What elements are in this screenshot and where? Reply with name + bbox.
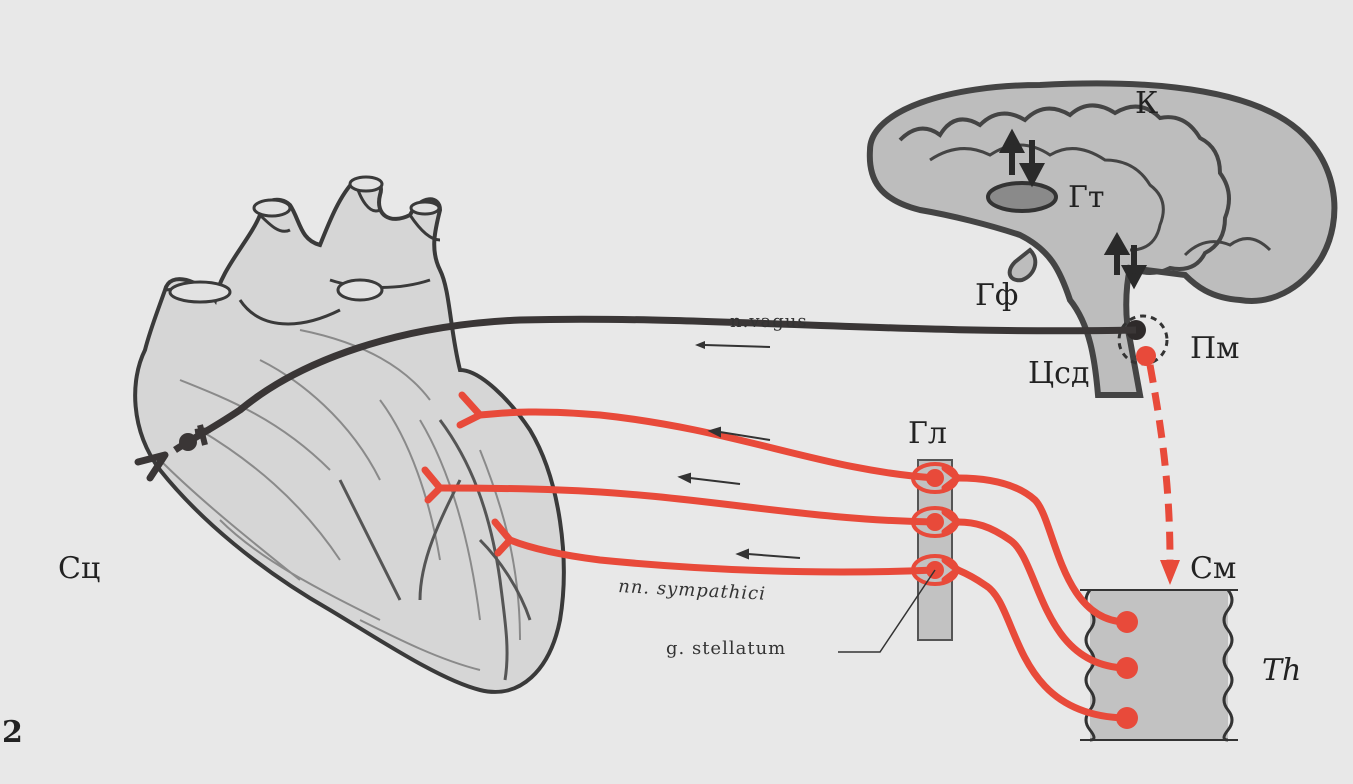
- label-medulla: Пм: [1190, 331, 1240, 366]
- label-stellate: g. stellatum: [666, 638, 786, 659]
- label-sympathetic: nn. sympathici: [618, 576, 767, 605]
- label-pituitary: Гф: [975, 278, 1018, 313]
- label-cortex: К: [1135, 86, 1158, 121]
- sympathetic-nucleus: [1136, 346, 1156, 366]
- descending-pathway: [1150, 365, 1180, 585]
- vagus-direction-arrow: [695, 341, 770, 349]
- label-thoracic: Th: [1262, 653, 1301, 688]
- brain-outline: [870, 83, 1335, 395]
- hypothalamus-oval: [988, 183, 1056, 211]
- spinal-neuron-cells: [1116, 611, 1138, 729]
- label-spinal-cord: См: [1190, 551, 1236, 586]
- label-ganglia: Гл: [908, 416, 947, 451]
- label-hypothalamus: Гт: [1068, 180, 1104, 215]
- label-vagus: n.vagus: [730, 311, 808, 332]
- label-heart: Сц: [58, 551, 100, 586]
- label-cardiac-center: Цсд: [1028, 356, 1089, 391]
- brain: [870, 83, 1335, 395]
- figure-number: 2: [2, 715, 23, 750]
- pituitary: [1010, 250, 1036, 280]
